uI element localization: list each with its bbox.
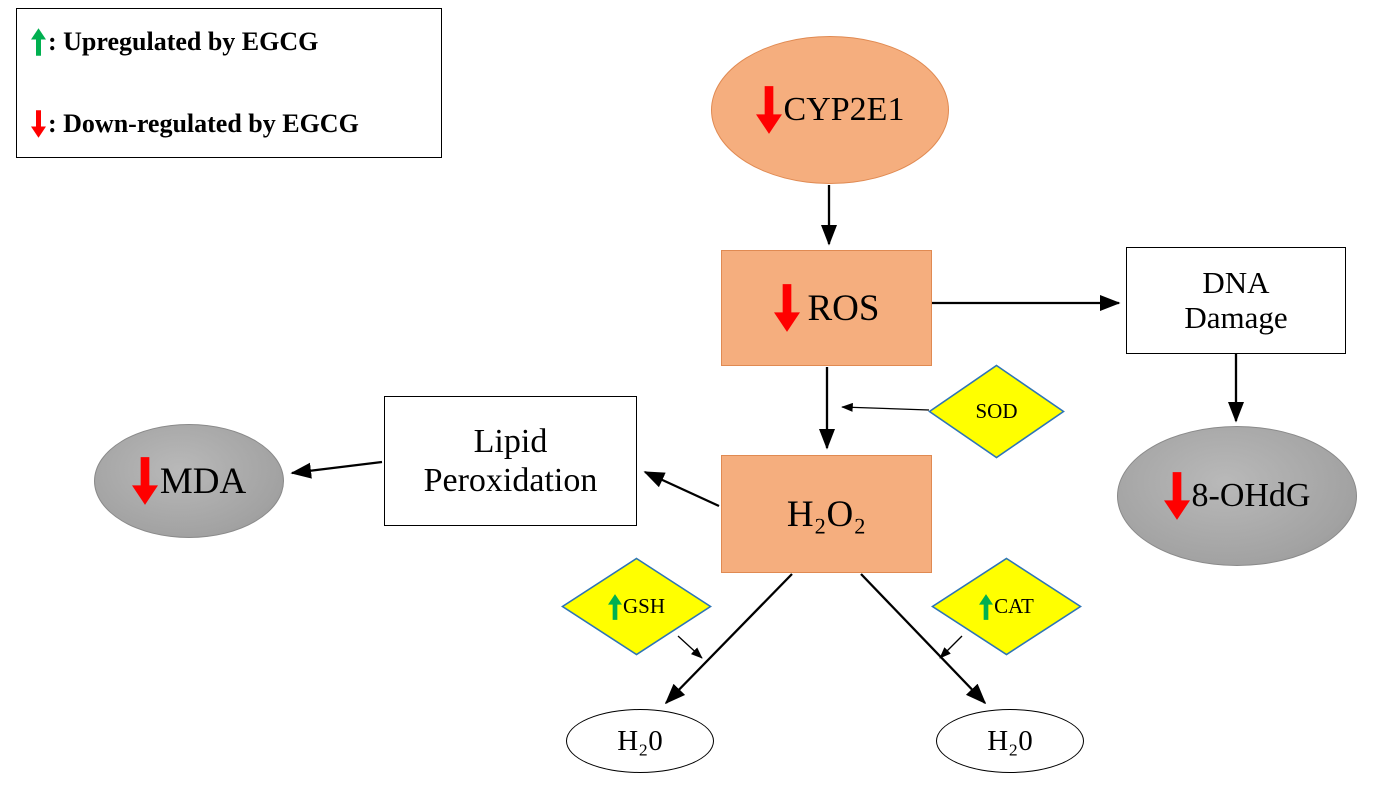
legend-upregulated: : Upregulated by EGCG	[31, 23, 427, 61]
edge-h2o2-lipid	[643, 470, 720, 508]
legend-up-label: : Upregulated by EGCG	[48, 27, 319, 56]
node-label-lipid-line1: Lipid	[473, 422, 548, 460]
node-cyp2e1: CYP2E1	[711, 36, 949, 184]
edge-lipid-mda	[290, 460, 383, 479]
enzyme-label-sod: SOD	[975, 399, 1018, 423]
enzyme-label-gsh: GSH	[622, 594, 665, 618]
edge-sod-pointer	[841, 402, 930, 412]
node-dna-damage: DNA Damage	[1126, 247, 1346, 354]
up-arrow-icon	[607, 591, 622, 623]
node-label-dna-line2: Damage	[1184, 299, 1288, 335]
diamond-shape	[928, 364, 1065, 459]
node-mda: MDA	[94, 424, 284, 538]
node-h2o2: H₂O₂	[721, 455, 932, 573]
node-label-h2o2: H₂O₂	[786, 493, 867, 535]
legend-down-label: : Down-regulated by EGCG	[48, 109, 359, 138]
up-arrow-icon	[31, 23, 46, 61]
node-8ohdg: 8-OHdG	[1117, 426, 1357, 566]
legend-box: : Upregulated by EGCG : Down-regulated b…	[16, 8, 442, 158]
node-label-8ohdg: 8-OHdG	[1191, 477, 1311, 514]
node-label-lipid-line2: Peroxidation	[423, 462, 598, 499]
node-label-mda: MDA	[159, 460, 247, 502]
down-arrow-icon	[31, 105, 46, 143]
enzyme-cat: CAT	[931, 557, 1082, 656]
down-arrow-icon	[773, 282, 800, 334]
node-label-h2o-left: H₂0	[617, 724, 663, 757]
node-label-cyp2e1: CYP2E1	[783, 91, 905, 128]
legend-downregulated: : Down-regulated by EGCG	[31, 105, 427, 143]
node-h2o-right: H₂0	[936, 709, 1084, 773]
down-arrow-icon	[131, 455, 158, 507]
node-label-dna-line1: DNA	[1202, 264, 1270, 300]
node-label-h2o-right: H₂0	[987, 724, 1033, 757]
down-arrow-icon	[1163, 470, 1190, 522]
enzyme-label-cat: CAT	[994, 594, 1034, 618]
node-label-ros: ROS	[807, 287, 880, 329]
node-lipid-peroxidation: Lipid Peroxidation	[384, 396, 637, 526]
node-h2o-left: H₂0	[566, 709, 714, 773]
enzyme-sod: SOD	[928, 364, 1065, 459]
node-ros: ROS	[721, 250, 932, 366]
down-arrow-icon	[755, 84, 782, 136]
up-arrow-icon	[979, 591, 994, 623]
enzyme-gsh: GSH	[561, 557, 712, 656]
